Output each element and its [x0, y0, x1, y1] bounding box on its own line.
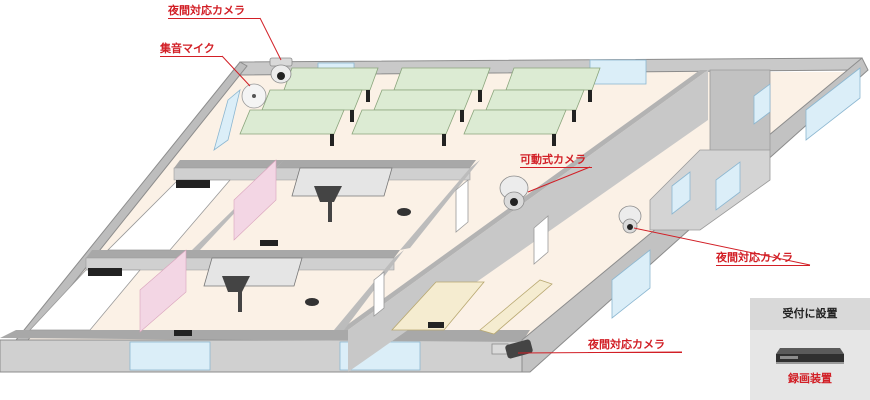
- window: [455, 179, 469, 233]
- chair-leg: [238, 292, 242, 312]
- dome-camera-icon: [618, 205, 642, 234]
- bench: [283, 67, 379, 91]
- bench: [505, 67, 601, 91]
- stool: [397, 208, 411, 216]
- dome-camera-icon: [269, 57, 293, 84]
- table: [291, 167, 393, 197]
- reception-counter: [107, 179, 231, 251]
- bench-group: [239, 67, 601, 135]
- bench: [351, 109, 457, 135]
- ptz-camera-label: 可動式カメラ: [520, 153, 586, 166]
- window: [753, 83, 771, 125]
- stool: [305, 298, 319, 306]
- window: [589, 59, 647, 85]
- legend-device-label: 録画装置: [788, 372, 832, 385]
- desk-terminal: [428, 322, 444, 328]
- front-wall: [0, 339, 523, 373]
- bench: [485, 89, 585, 111]
- booth-partition: [139, 249, 187, 333]
- room-divider-wall: [400, 160, 480, 250]
- window: [373, 271, 385, 317]
- chair: [222, 276, 250, 292]
- bench: [393, 67, 491, 91]
- partition-wall-top: [174, 160, 476, 168]
- window: [533, 215, 549, 265]
- desk-terminal: [88, 268, 122, 276]
- label-underline: [716, 265, 810, 266]
- desk-terminal: [174, 330, 192, 336]
- window: [129, 341, 211, 371]
- night-camera-label: 夜間対応カメラ: [168, 4, 245, 17]
- bench: [239, 109, 345, 135]
- table: [203, 257, 303, 287]
- label-underline: [588, 352, 682, 353]
- window: [805, 67, 861, 141]
- microphone-icon: [241, 83, 267, 109]
- label-underline: [168, 18, 260, 19]
- partition-wall-top: [86, 250, 400, 258]
- booth-partition: [233, 159, 277, 241]
- window: [715, 161, 741, 211]
- night-camera-label: 夜間対応カメラ: [588, 338, 665, 351]
- label-underline: [160, 56, 222, 57]
- desk-terminal: [176, 180, 210, 188]
- microphone-label: 集音マイク: [160, 42, 215, 55]
- window: [213, 88, 241, 151]
- window: [611, 249, 651, 319]
- recorder-icon: [776, 348, 844, 364]
- label-underline: [520, 167, 592, 168]
- shelf: [391, 281, 485, 331]
- bench: [261, 89, 363, 111]
- bench: [373, 89, 473, 111]
- bench: [463, 109, 567, 135]
- bullet-camera-icon: [491, 339, 533, 359]
- legend-header: 受付に設置: [750, 298, 870, 330]
- night-camera-label: 夜間対応カメラ: [716, 251, 793, 264]
- room-divider-wall: [334, 250, 404, 330]
- legend-box: 受付に設置 録画装置: [750, 298, 870, 400]
- chair-leg: [328, 202, 332, 222]
- ptz-camera-icon: [499, 175, 529, 211]
- window: [671, 171, 691, 215]
- desk-terminal: [260, 240, 278, 246]
- shelf: [479, 279, 553, 335]
- chair: [314, 186, 342, 202]
